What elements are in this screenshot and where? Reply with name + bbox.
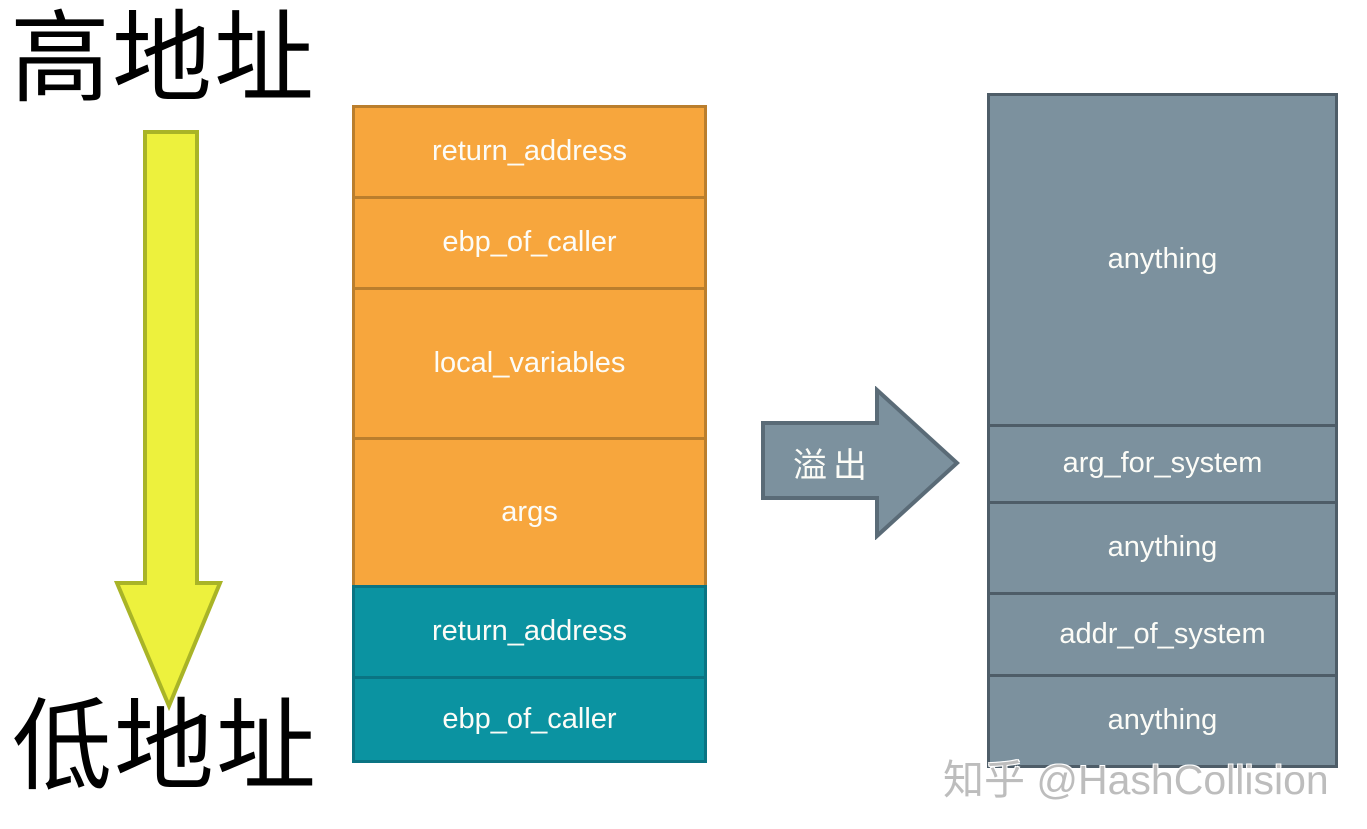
segment-label: args (501, 495, 558, 528)
segment-label: ebp_of_caller (442, 702, 617, 735)
segment-label: return_address (431, 615, 628, 648)
low-address-label: 低地址 (12, 688, 318, 805)
segment-label: anything (1107, 704, 1218, 737)
stack-segment-anything-padding: anything (987, 93, 1338, 427)
stack-segment-addr-of-system: addr_of_system (987, 592, 1338, 677)
segment-label: addr_of_system (1059, 617, 1266, 650)
zhihu-watermark: 知乎 @HashCollision (943, 757, 1329, 803)
segment-label: ebp_of_caller (442, 226, 617, 259)
stack-segment-local-variables: local_variables (352, 287, 707, 440)
stack-segment-return-address: return_address (352, 105, 707, 199)
overflow-arrow-icon: 溢出 (760, 385, 960, 541)
segment-label: anything (1107, 531, 1218, 564)
segment-label: return_address (431, 135, 628, 168)
address-direction-down-arrow-icon (112, 128, 224, 712)
segment-label: local_variables (433, 346, 626, 379)
stack-segment-return-address-callee: return_address (352, 585, 707, 679)
overflow-arrow-label: 溢出 (793, 446, 873, 486)
segment-label: arg_for_system (1062, 447, 1263, 480)
stack-after-overflow: anything arg_for_system anything addr_of… (987, 93, 1338, 768)
stack-before-overflow: return_address ebp_of_caller local_varia… (352, 105, 707, 763)
stack-segment-ebp-of-caller-callee: ebp_of_caller (352, 676, 707, 763)
stack-segment-anything-fake-return: anything (987, 501, 1338, 595)
stack-segment-ebp-of-caller: ebp_of_caller (352, 196, 707, 290)
segment-label: anything (1107, 243, 1218, 276)
stack-segment-args: args (352, 437, 707, 588)
high-address-label: 高地址 (10, 0, 316, 117)
stack-segment-anything-overwritten-ebp: anything (987, 674, 1338, 768)
stack-segment-arg-for-system: arg_for_system (987, 424, 1338, 504)
